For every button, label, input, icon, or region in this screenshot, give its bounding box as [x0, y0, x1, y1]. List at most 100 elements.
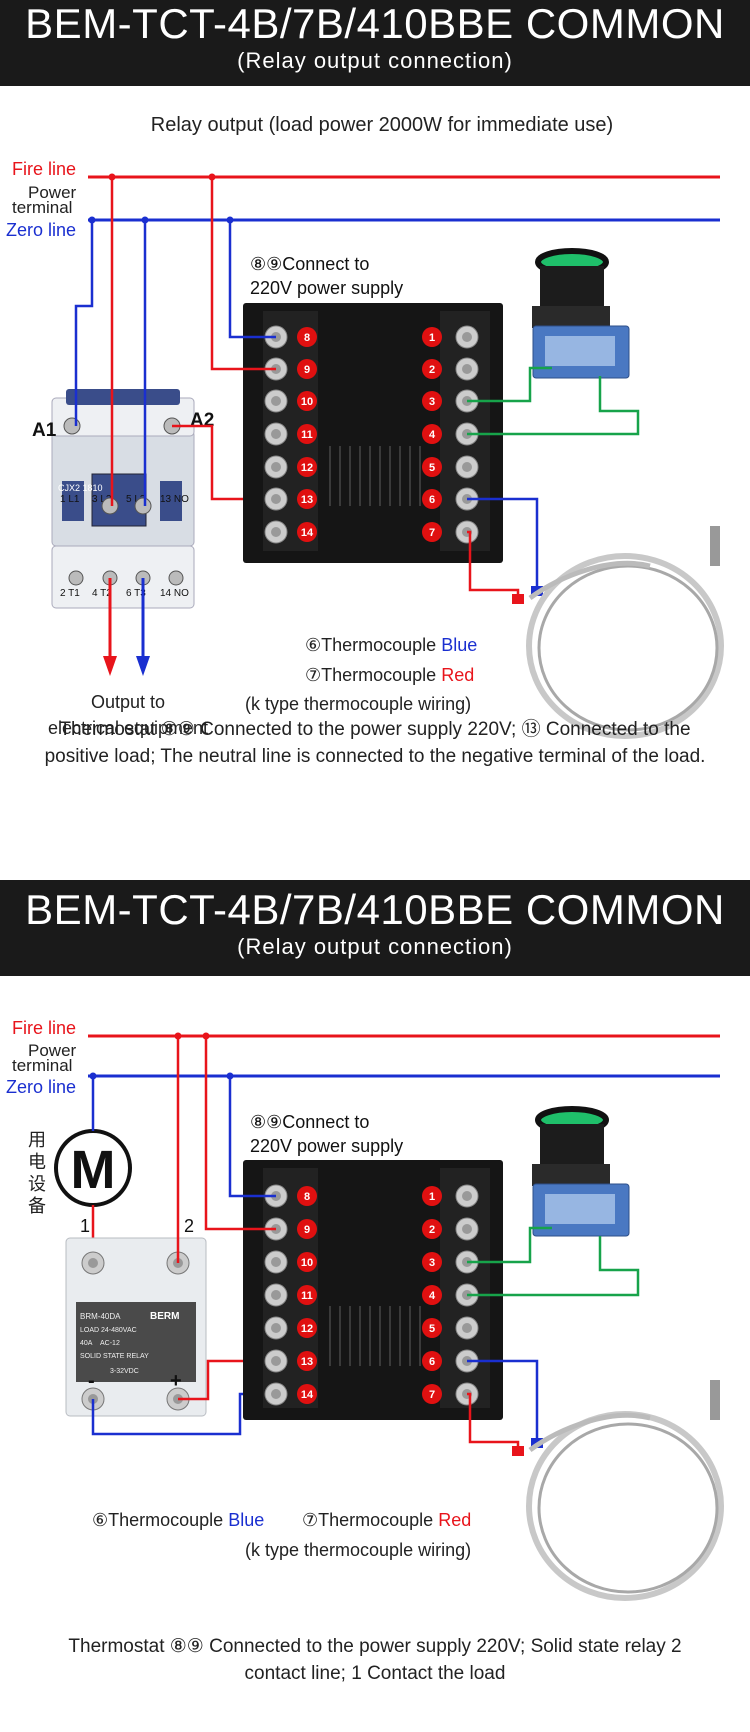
section-1-diagram: Relay output (load power 2000W for immed…: [0, 86, 750, 806]
contactor-top-4: 13 NO: [160, 494, 189, 505]
contactor-bottom-3: 6 T3: [126, 588, 146, 599]
power-terminal-label-3: Power: [28, 1041, 77, 1060]
terminal-4: 4: [429, 429, 436, 441]
power-terminal-label: Power: [28, 183, 77, 202]
solid-state-relay: BRM-40DA BERM LOAD 24-480VAC 40A AC-12 S…: [65, 1237, 207, 1417]
temperature-controller-2: 8 9 10 11 12 13 14 1 2 3 4 5 6 7: [243, 1160, 503, 1420]
terminal-1-b: 1: [429, 1191, 435, 1203]
section-1-note: Thermostat ⑧⑨ Connected to the power sup…: [0, 716, 750, 770]
ssr-input: 3-32VDC: [110, 1368, 139, 1375]
tc-blue-word: Blue: [441, 635, 477, 655]
output-label-1: Output to: [91, 692, 165, 712]
contactor-top-1: 1 L1: [60, 494, 80, 505]
connect-label-2: 220V power supply: [250, 278, 403, 298]
terminal-12-b: 12: [301, 1323, 313, 1335]
ssr-terminal-2: 2: [184, 1216, 194, 1236]
svg-text:⑦Thermocouple Red: ⑦Thermocouple Red: [305, 665, 474, 685]
tc-type-label-2: (k type thermocouple wiring): [245, 1540, 471, 1560]
device-char-3: 设: [28, 1174, 46, 1194]
thermocouple-probe: [512, 526, 724, 739]
temperature-controller: 8 9 10 11 12 13 14 1 2 3 4 5 6 7: [243, 303, 503, 563]
terminal-5-b: 5: [429, 1323, 435, 1335]
contactor-top-3: 5 L3: [126, 494, 146, 505]
section-1-banner: BEM-TCT-4B/7B/410BBE COMMON (Relay outpu…: [0, 0, 750, 86]
tc-type-label: (k type thermocouple wiring): [245, 694, 471, 714]
output-label-2: electrical equipment: [48, 718, 208, 738]
ssr-minus: -: [88, 1370, 95, 1392]
tc-blue-prefix-2: ⑥Thermocouple: [92, 1510, 228, 1530]
section-2-subtitle: (Relay output connection): [237, 934, 513, 959]
terminal-11: 11: [301, 429, 313, 441]
device-char-1: 用: [28, 1130, 46, 1150]
section-1-note-line-2: positive load; The neutral line is conne…: [44, 746, 706, 767]
section-2-note-line-1: Thermostat ⑧⑨ Connected to the power sup…: [68, 1636, 682, 1657]
ac-contactor: CJX2 1810 1 L1 3 L2 5 L3 13 NO 2 T1 4 T2…: [51, 389, 195, 609]
section-1-note-line-1: Thermostat ⑧⑨ Connected to the power sup…: [59, 719, 691, 740]
terminal-10: 10: [301, 396, 313, 408]
contactor-bottom-4: 14 NO: [160, 588, 189, 599]
zero-line-label-2: Zero line: [6, 1077, 76, 1097]
terminal-8: 8: [304, 332, 310, 344]
power-terminal-label-4: terminal: [12, 1056, 72, 1075]
tc-red-prefix: ⑦Thermocouple: [305, 665, 441, 685]
terminal-11-b: 11: [301, 1290, 313, 1302]
terminal-14-b: 14: [301, 1389, 314, 1401]
ssr-brand: BERM: [150, 1311, 179, 1322]
terminal-13-b: 13: [301, 1356, 313, 1368]
ssr-load: LOAD 24-480VAC: [80, 1327, 137, 1334]
fire-line-label-2: Fire line: [12, 1018, 76, 1038]
terminal-14: 14: [301, 527, 314, 539]
terminal-6: 6: [429, 494, 435, 506]
ssr-model: BRM-40DA: [80, 1312, 121, 1321]
section-2-diagram: Fire line Power terminal Zero line 用 电 设…: [0, 976, 750, 1636]
tc-red-word: Red: [441, 665, 474, 685]
terminal-13: 13: [301, 494, 313, 506]
thermocouple-probe-2: [512, 1380, 724, 1601]
terminal-8-b: 8: [304, 1191, 310, 1203]
svg-text:⑦Thermocouple Red: ⑦Thermocouple Red: [302, 1510, 471, 1530]
terminal-3-b: 3: [429, 1257, 435, 1269]
fire-line-label: Fire line: [12, 159, 76, 179]
terminal-12: 12: [301, 462, 313, 474]
section-1-title: BEM-TCT-4B/7B/410BBE COMMON: [25, 0, 725, 47]
contactor-bottom-2: 4 T2: [92, 588, 112, 599]
terminal-3: 3: [429, 396, 435, 408]
terminal-5: 5: [429, 462, 435, 474]
svg-text:⑥Thermocouple Blue: ⑥Thermocouple Blue: [92, 1510, 264, 1530]
svg-text:⑥Thermocouple Blue: ⑥Thermocouple Blue: [305, 635, 477, 655]
section-2-note: Thermostat ⑧⑨ Connected to the power sup…: [0, 1633, 750, 1687]
tc-red-prefix-2: ⑦Thermocouple: [302, 1510, 438, 1530]
push-button-switch: [532, 248, 630, 379]
terminal-9-b: 9: [304, 1224, 310, 1236]
a2-label: A2: [190, 410, 214, 431]
section-1-subtitle: (Relay output connection): [237, 48, 513, 73]
ssr-terminal-1: 1: [80, 1216, 90, 1236]
section-2-note-line-2: contact line; 1 Contact the load: [244, 1663, 506, 1684]
ssr-plus: +: [170, 1370, 182, 1392]
connect-label-1: ⑧⑨Connect to: [250, 254, 369, 274]
contactor-model: CJX2 1810: [58, 483, 103, 493]
terminal-7: 7: [429, 527, 435, 539]
terminal-6-b: 6: [429, 1356, 435, 1368]
terminal-10-b: 10: [301, 1257, 313, 1269]
terminal-7-b: 7: [429, 1389, 435, 1401]
terminal-2: 2: [429, 364, 435, 376]
terminal-9: 9: [304, 364, 310, 376]
ssr-amp: 40A: [80, 1340, 93, 1347]
section-2-banner: BEM-TCT-4B/7B/410BBE COMMON (Relay outpu…: [0, 880, 750, 976]
tc-blue-prefix: ⑥Thermocouple: [305, 635, 441, 655]
device-char-4: 备: [28, 1196, 46, 1216]
connect-label-3: ⑧⑨Connect to: [250, 1112, 369, 1132]
ssr-type: SOLID STATE RELAY: [80, 1353, 149, 1360]
motor-letter: M: [71, 1140, 116, 1200]
push-button-switch-2: [532, 1106, 630, 1237]
terminal-1: 1: [429, 332, 435, 344]
terminal-2-b: 2: [429, 1224, 435, 1236]
tc-blue-word-2: Blue: [228, 1510, 264, 1530]
diagram-heading: Relay output (load power 2000W for immed…: [151, 114, 613, 136]
ssr-ac: AC-12: [100, 1340, 120, 1347]
power-terminal-label-2: terminal: [12, 198, 72, 217]
device-char-2: 电: [28, 1152, 46, 1172]
contactor-bottom-1: 2 T1: [60, 588, 80, 599]
tc-red-word-2: Red: [438, 1510, 471, 1530]
